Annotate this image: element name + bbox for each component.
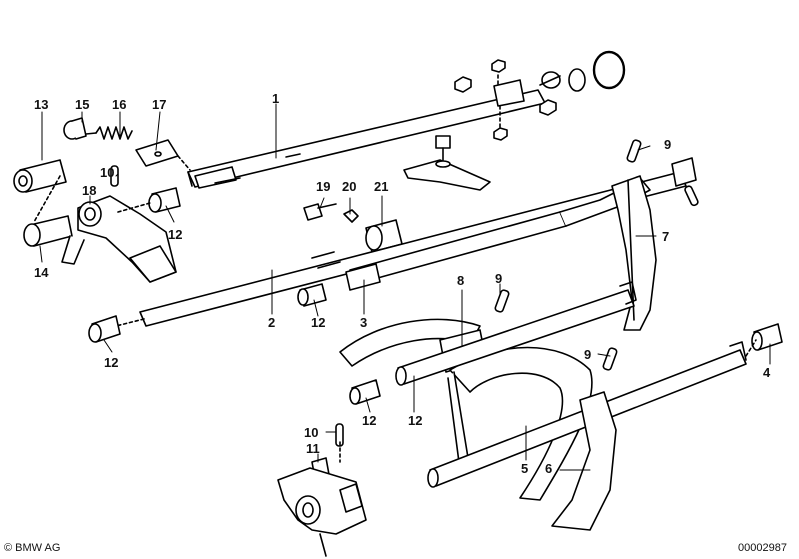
callout-17: 17 xyxy=(152,97,167,112)
callout-8: 8 xyxy=(457,273,465,288)
callout-21: 21 xyxy=(374,179,389,194)
callout-10-upper: 10 xyxy=(100,165,115,180)
callout-2: 2 xyxy=(268,315,276,330)
callout-9-right: 4 xyxy=(763,365,771,380)
callout-4: 12 xyxy=(408,413,423,428)
callout-13: 13 xyxy=(34,97,49,112)
bottom-bracket xyxy=(277,423,367,557)
copyright-text: © BMW AG xyxy=(4,542,61,554)
callout-7: 7 xyxy=(662,229,670,244)
shift-fork-7 xyxy=(611,139,699,331)
callout-6: 6 xyxy=(545,461,553,476)
callout-12-c: 12 xyxy=(104,355,119,370)
callout-10-lower: 10 xyxy=(304,425,319,440)
callout-9-upper: 9 xyxy=(664,137,672,152)
callout-9-middle: 9 xyxy=(495,271,503,286)
callout-12-d: 12 xyxy=(362,413,377,428)
callout-19: 19 xyxy=(316,179,331,194)
left-cluster xyxy=(13,117,191,283)
callout-11: 11 xyxy=(306,441,320,456)
callout-1: 1 xyxy=(272,91,280,106)
shift-rod-2 xyxy=(88,157,697,343)
callout-18: 18 xyxy=(82,183,97,198)
shift-rod-4 xyxy=(349,281,637,405)
callout-14: 14 xyxy=(34,265,49,280)
callout-16: 16 xyxy=(112,97,127,112)
callout-12-b: 12 xyxy=(311,315,326,330)
callout-12-a: 12 xyxy=(168,227,183,242)
small-parts-19-21 xyxy=(303,203,403,253)
document-number: 00002987 xyxy=(738,542,787,554)
callout-9-lower: 9 xyxy=(584,347,592,362)
leader-lines xyxy=(39,103,771,471)
callout-3: 3 xyxy=(360,315,368,330)
shift-rod-1 xyxy=(187,50,626,189)
shift-fork-6 xyxy=(551,347,618,531)
callout-15: 15 xyxy=(75,97,90,112)
callout-20: 20 xyxy=(342,179,357,194)
callout-5: 5 xyxy=(521,461,529,476)
bracket-plate xyxy=(403,135,491,191)
